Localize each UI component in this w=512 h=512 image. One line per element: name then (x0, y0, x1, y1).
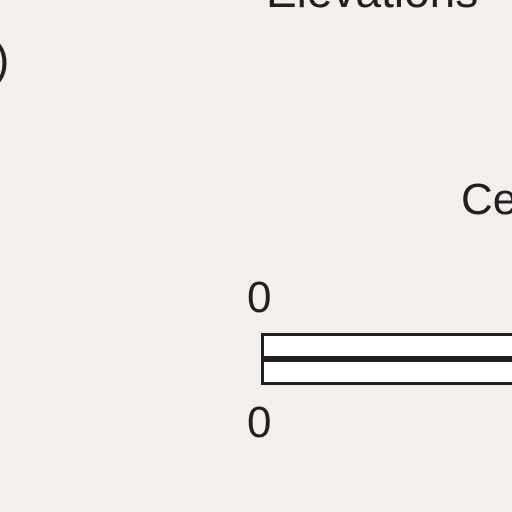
scale-top-tick-label: 0 (247, 273, 272, 322)
scale-bar (261, 333, 512, 385)
section-label: Ce (461, 175, 512, 224)
scale-bottom-tick-label: 0 (247, 398, 272, 447)
scale-bar-center-line (264, 356, 512, 362)
diagram-title: Elevations (266, 0, 478, 14)
closing-parenthesis: ) (0, 36, 9, 82)
